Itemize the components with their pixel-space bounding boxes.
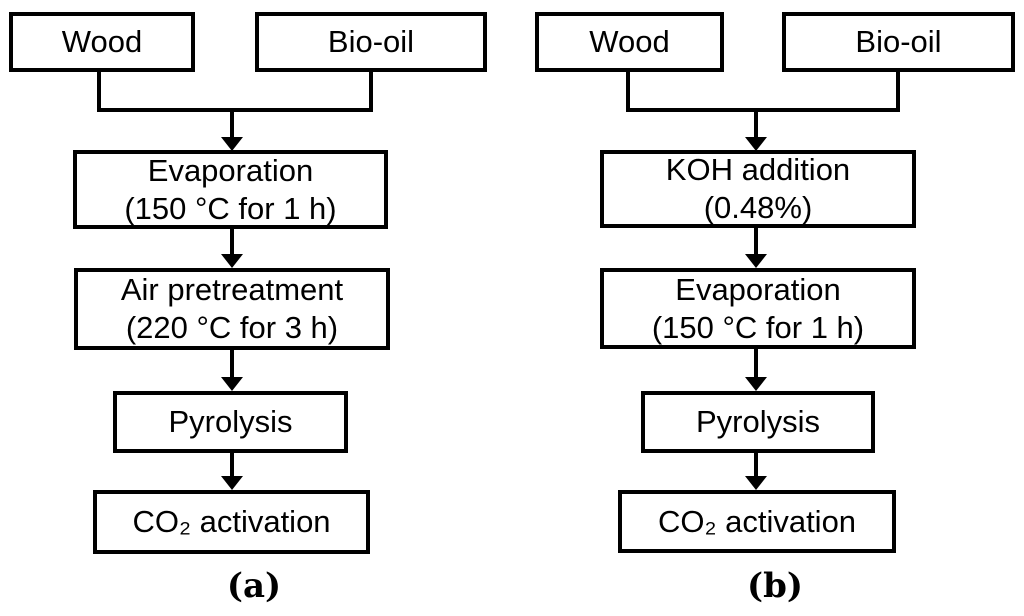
arrow-down-icon: [221, 377, 243, 391]
arrow-down-icon: [221, 254, 243, 268]
connector-line: [230, 229, 234, 256]
node-bio-oil: Bio-oil: [255, 12, 487, 72]
connector-line: [626, 71, 630, 112]
connector-line: [230, 453, 234, 478]
node-evaporation: Evaporation (150 °C for 1 h): [73, 150, 388, 229]
connector-line: [97, 108, 373, 112]
node-co2-activation: CO₂ activation: [618, 490, 896, 553]
arrow-down-icon: [745, 476, 767, 490]
connector-line: [230, 112, 234, 139]
connector-line: [97, 71, 101, 112]
node-koh-addition: KOH addition (0.48%): [600, 150, 916, 228]
node-pyrolysis: Pyrolysis: [113, 391, 348, 453]
arrow-down-icon: [221, 137, 243, 151]
panel-label-b: (b): [747, 566, 803, 606]
connector-line: [754, 349, 758, 379]
connector-line: [369, 71, 373, 112]
node-evaporation: Evaporation (150 °C for 1 h): [600, 268, 916, 349]
connector-line: [230, 350, 234, 379]
arrow-down-icon: [221, 476, 243, 490]
connector-line: [754, 112, 758, 139]
node-air-pretreatment: Air pretreatment (220 °C for 3 h): [74, 268, 390, 350]
node-co2-activation: CO₂ activation: [93, 490, 370, 554]
connector-line: [896, 71, 900, 112]
arrow-down-icon: [745, 377, 767, 391]
connector-line: [754, 228, 758, 256]
node-bio-oil: Bio-oil: [782, 12, 1015, 72]
arrow-down-icon: [745, 137, 767, 151]
node-pyrolysis: Pyrolysis: [641, 391, 875, 453]
arrow-down-icon: [745, 254, 767, 268]
panel-label-a: (a): [226, 566, 282, 606]
connector-line: [754, 453, 758, 478]
connector-line: [626, 108, 900, 112]
node-wood: Wood: [9, 12, 195, 72]
node-wood: Wood: [535, 12, 724, 72]
